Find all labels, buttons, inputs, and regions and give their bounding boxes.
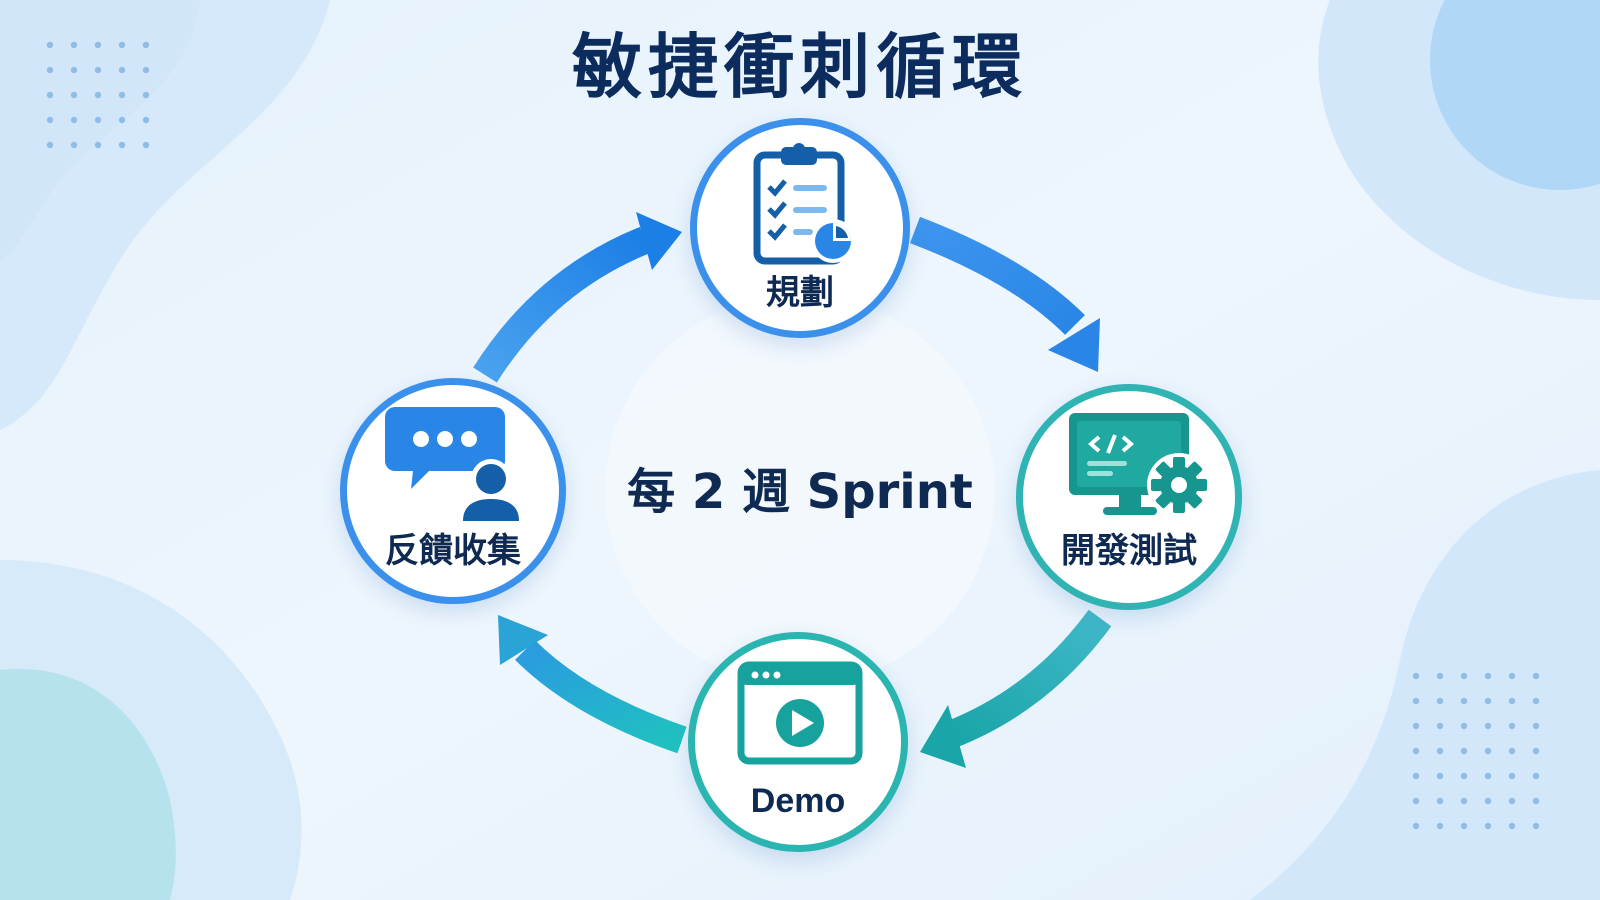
arrow-demo-to-feedback bbox=[515, 639, 687, 754]
sprint-cadence-label: 每 2 週 Sprint bbox=[627, 464, 973, 520]
video-player-icon bbox=[737, 661, 863, 765]
arrow-head-plan-to-dev bbox=[1048, 318, 1100, 372]
monitor-code-gear-icon bbox=[1069, 413, 1211, 517]
node-label-feedback: 反饋收集 bbox=[385, 531, 521, 571]
arrow-head-demo-to-feedback bbox=[498, 615, 548, 665]
arrow-feedback-to-plan bbox=[473, 227, 651, 383]
node-label-dev-test: 開發測試 bbox=[1061, 531, 1197, 571]
node-dev-test: 開發測試 bbox=[1016, 384, 1242, 610]
node-label-demo: Demo bbox=[750, 782, 846, 820]
node-label-plan: 規劃 bbox=[766, 273, 834, 313]
chat-user-icon bbox=[385, 407, 523, 525]
arrow-head-feedback-to-plan bbox=[636, 212, 682, 270]
diagram-title: 敏捷衝刺循環 bbox=[572, 26, 1028, 108]
arrow-dev-to-demo bbox=[944, 609, 1112, 749]
clipboard-checklist-icon bbox=[753, 143, 855, 265]
node-plan: 規劃 bbox=[690, 118, 910, 338]
arrow-plan-to-dev bbox=[910, 216, 1085, 335]
node-feedback: 反饋收集 bbox=[340, 378, 566, 604]
node-demo: Demo bbox=[688, 632, 908, 852]
arrow-head-dev-to-demo bbox=[920, 705, 966, 768]
